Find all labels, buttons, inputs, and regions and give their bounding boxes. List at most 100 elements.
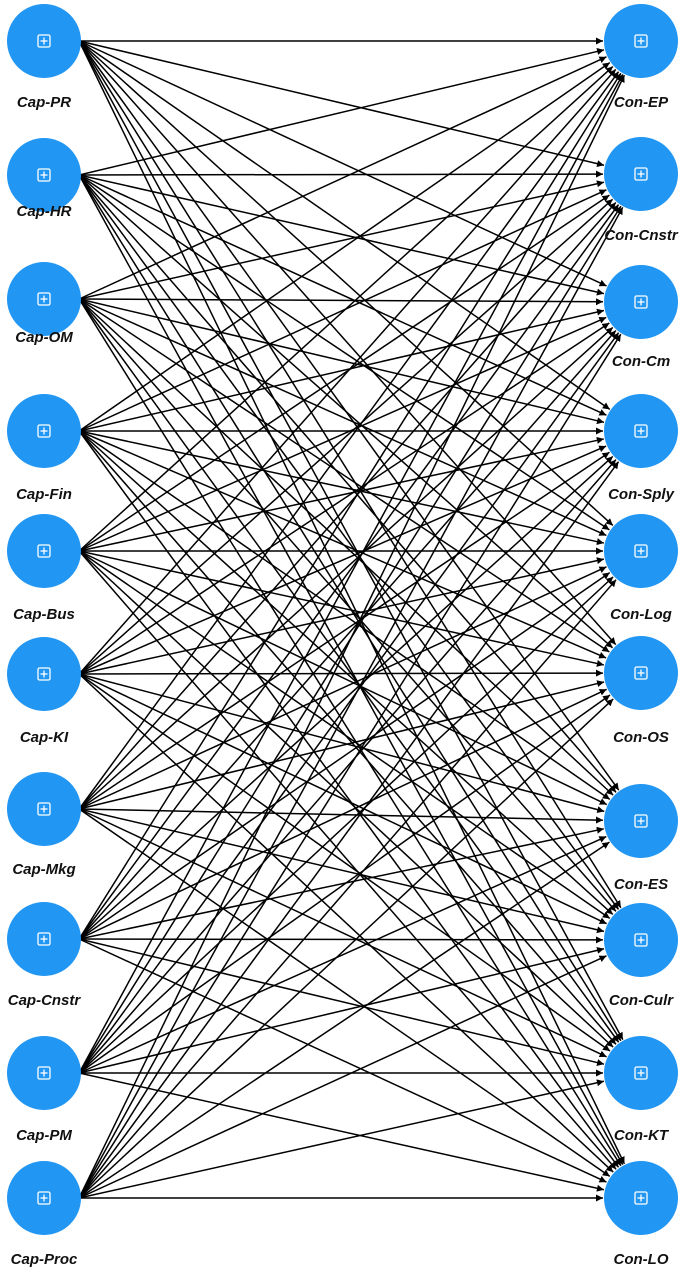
node-cap-bus[interactable]: Cap-Bus [7, 514, 81, 623]
expand-square-icon[interactable] [634, 933, 648, 947]
edge-cap-ki-to-con-culr [78, 673, 607, 925]
edge-cap-mkg-to-con-cm [78, 326, 614, 810]
edge-cap-pr-to-con-os [78, 40, 617, 646]
edge-cap-cnstr-to-con-lo [78, 938, 607, 1183]
expand-square-icon[interactable] [37, 292, 51, 306]
edge-cap-ki-to-con-kt [78, 673, 611, 1052]
edge-cap-pr-to-con-log [78, 40, 614, 527]
edge-cap-hr-to-con-ep [78, 48, 605, 176]
node-cap-ki[interactable]: Cap-KI [7, 637, 81, 746]
node-cap-fin[interactable]: Cap-Fin [7, 394, 81, 503]
edge-cap-proc-to-con-ep [78, 74, 626, 1199]
node-label: Cap-Fin [16, 486, 72, 503]
edge-cap-om-to-con-sply [78, 298, 605, 425]
node-con-os[interactable]: Con-OS [604, 636, 678, 746]
edge-cap-fin-to-con-cm [78, 308, 605, 432]
edge-cap-om-to-con-kt [78, 298, 620, 1043]
edge-cap-pr-to-con-culr [78, 40, 622, 909]
edge-cap-om-to-con-es [78, 298, 614, 796]
node-con-kt[interactable]: Con-KT [604, 1036, 678, 1144]
edge-cap-cnstr-to-con-os [78, 688, 607, 940]
edge-cap-ki-to-con-ep [78, 68, 617, 675]
edge-cap-cnstr-to-con-ep [78, 72, 622, 940]
edge-cap-mkg-to-con-cnstr [78, 201, 617, 810]
edge-cap-fin-to-con-os [78, 430, 607, 659]
node-label: Con-ES [614, 876, 668, 893]
node-cap-hr[interactable]: Cap-HR [7, 138, 81, 220]
edge-cap-fin-to-con-log [78, 430, 604, 546]
node-cap-pr[interactable]: Cap-PR [7, 4, 81, 111]
node-con-es[interactable]: Con-ES [604, 784, 678, 893]
expand-square-icon[interactable] [37, 802, 51, 816]
expand-square-icon[interactable] [634, 544, 648, 558]
expand-square-icon[interactable] [37, 932, 51, 946]
edge-cap-cnstr-to-con-sply [78, 455, 614, 940]
edge-cap-pm-to-con-os [78, 694, 611, 1074]
edge-cap-cnstr-to-con-cm [78, 330, 617, 940]
node-cap-pm[interactable]: Cap-PM [7, 1036, 81, 1144]
node-con-log[interactable]: Con-Log [604, 514, 678, 623]
expand-square-icon[interactable] [634, 424, 648, 438]
expand-square-icon[interactable] [37, 667, 51, 681]
edge-cap-bus-to-con-kt [78, 550, 614, 1048]
edge-cap-om-to-con-cnstr [78, 180, 605, 300]
expand-square-icon[interactable] [37, 168, 51, 182]
node-label: Cap-OM [15, 329, 73, 346]
edge-cap-bus-to-con-sply [78, 436, 604, 552]
edge-cap-proc-to-con-cm [78, 333, 622, 1199]
node-cap-om[interactable]: Cap-OM [7, 262, 81, 346]
edge-cap-pm-to-con-cm [78, 332, 620, 1074]
edge-cap-mkg-to-con-kt [78, 808, 607, 1058]
edge-cap-mkg-to-con-ep [78, 71, 620, 810]
edge-cap-mkg-to-con-culr [78, 808, 605, 934]
node-con-ep[interactable]: Con-EP [604, 4, 678, 111]
edge-cap-pm-to-con-culr [78, 946, 605, 1074]
node-label: Con-Cm [612, 353, 670, 370]
edge-cap-pm-to-con-lo [78, 1072, 605, 1192]
expand-square-icon[interactable] [634, 295, 648, 309]
edge-cap-om-to-con-culr [78, 298, 617, 912]
node-con-cnstr[interactable]: Con-Cnstr [604, 137, 679, 244]
node-con-lo[interactable]: Con-LO [604, 1161, 678, 1268]
expand-square-icon[interactable] [634, 34, 648, 48]
expand-square-icon[interactable] [634, 167, 648, 181]
expand-square-icon[interactable] [37, 424, 51, 438]
edge-cap-ki-to-con-os [79, 669, 604, 677]
node-label: Cap-PR [17, 94, 71, 111]
expand-square-icon[interactable] [634, 666, 648, 680]
expand-square-icon[interactable] [634, 814, 648, 828]
node-cap-mkg[interactable]: Cap-Mkg [7, 772, 81, 878]
node-cap-proc[interactable]: Cap-Proc [7, 1161, 81, 1268]
edge-cap-pr-to-con-cm [78, 40, 607, 287]
node-label: Con-Cnstr [604, 227, 678, 244]
edge-cap-ki-to-con-cnstr [78, 198, 614, 675]
node-label: Cap-KI [20, 729, 69, 746]
expand-square-icon[interactable] [37, 1066, 51, 1080]
node-cap-cnstr[interactable]: Cap-Cnstr [7, 902, 81, 1009]
edge-cap-pm-to-con-es [78, 835, 607, 1074]
node-con-sply[interactable]: Con-Sply [604, 394, 678, 503]
node-label: Con-KT [614, 1127, 670, 1144]
node-label: Con-OS [613, 729, 669, 746]
edge-cap-om-to-con-os [78, 298, 610, 653]
node-label: Cap-Proc [11, 1251, 78, 1268]
expand-square-icon[interactable] [37, 544, 51, 558]
node-label: Cap-HR [17, 203, 72, 220]
edge-cap-proc-to-con-es [78, 841, 610, 1199]
node-con-cm[interactable]: Con-Cm [604, 265, 678, 370]
edge-cap-ki-to-con-cm [78, 322, 610, 675]
expand-square-icon[interactable] [634, 1066, 648, 1080]
edge-cap-pr-to-con-cnstr [78, 40, 605, 168]
node-label: Cap-Mkg [12, 861, 75, 878]
edge-cap-ki-to-con-lo [78, 673, 614, 1173]
node-con-culr[interactable]: Con-Culr [604, 903, 678, 1009]
expand-square-icon[interactable] [37, 34, 51, 48]
expand-square-icon[interactable] [37, 1191, 51, 1205]
expand-square-icon[interactable] [634, 1191, 648, 1205]
edge-cap-fin-to-con-cnstr [78, 189, 607, 432]
edge-cap-proc-to-con-cnstr [78, 206, 624, 1199]
edge-cap-cnstr-to-con-kt [78, 938, 605, 1066]
edge-cap-proc-to-con-kt [78, 1079, 605, 1199]
edge-cap-pr-to-con-kt [78, 40, 624, 1040]
